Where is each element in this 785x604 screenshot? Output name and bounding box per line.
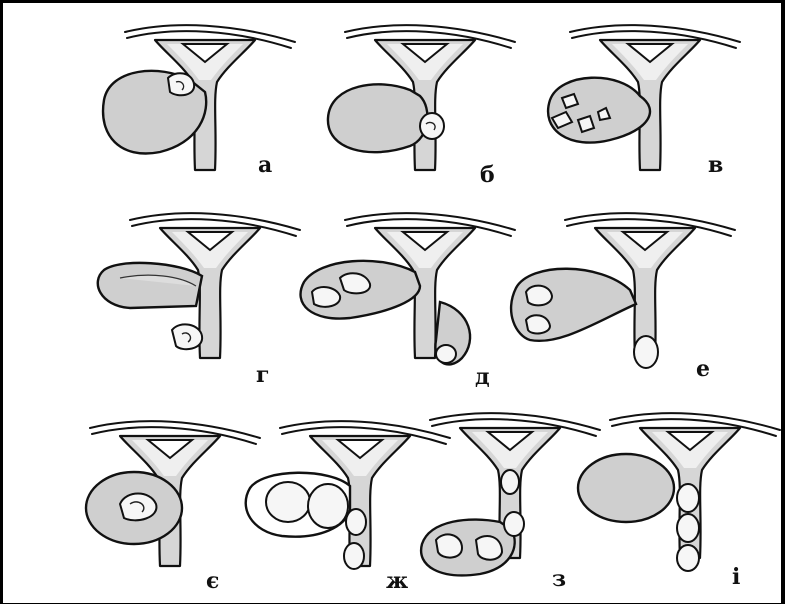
panel-label-zh: ж	[386, 568, 408, 594]
panel-d: д	[301, 213, 515, 390]
panel-h: г	[98, 213, 300, 388]
panel-b: б	[328, 25, 515, 188]
panel-ye: є	[86, 421, 260, 594]
panel-label-v: в	[708, 152, 723, 178]
panel-label-z: з	[552, 566, 566, 592]
panel-e: е	[511, 213, 735, 382]
panel-z: з	[421, 413, 600, 592]
panel-zh: ж	[246, 421, 450, 594]
panel-i: і	[578, 413, 780, 590]
panel-label-ye: є	[206, 568, 219, 594]
panel-label-h: г	[256, 362, 269, 388]
panel-label-e: е	[696, 356, 710, 382]
panel-label-b: б	[480, 162, 495, 188]
panel-label-a: а	[258, 152, 272, 178]
panel-a: а	[103, 25, 295, 178]
panel-v: в	[548, 25, 740, 178]
panel-label-i: і	[732, 564, 740, 590]
panel-label-d: д	[475, 364, 490, 390]
